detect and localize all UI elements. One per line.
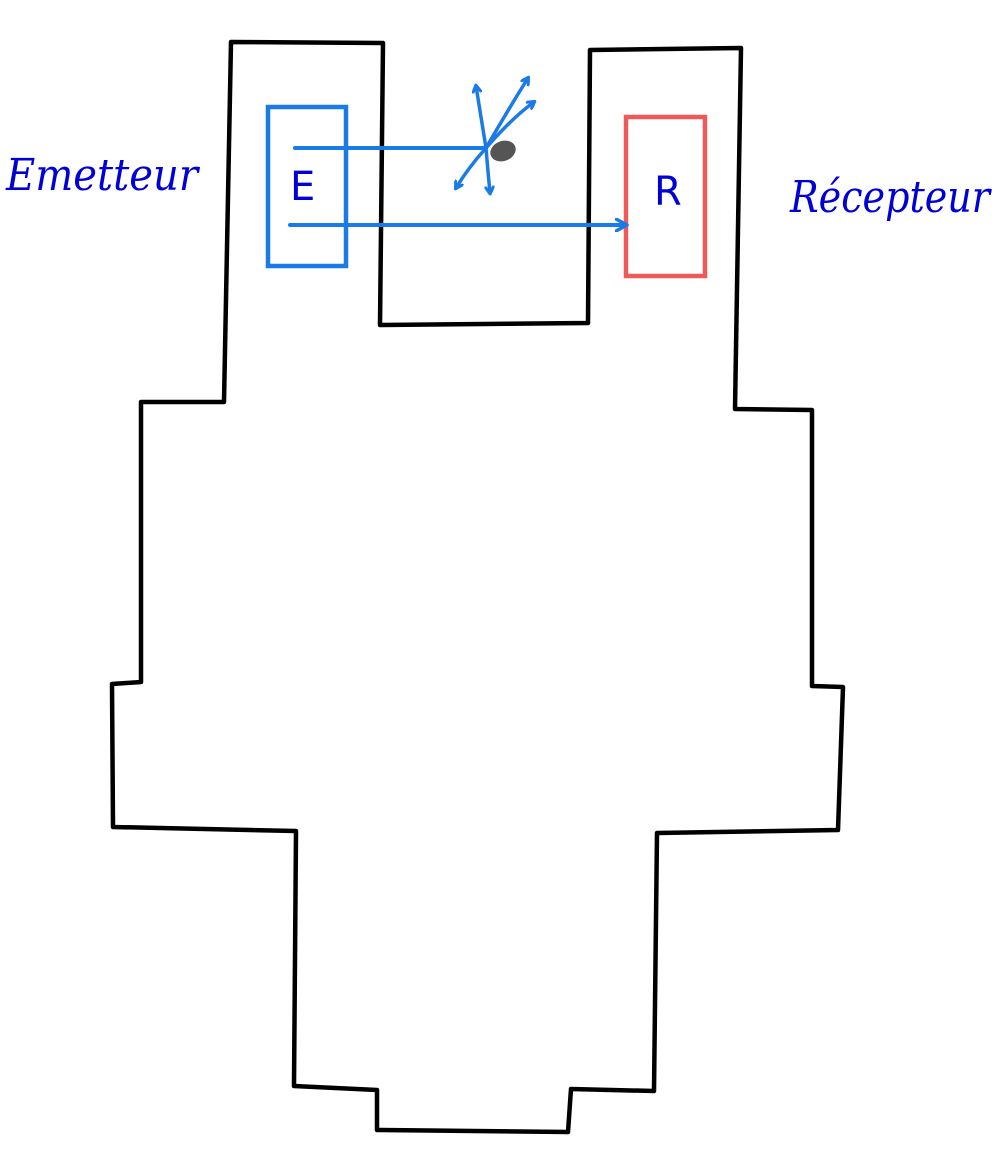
scatter-ray <box>484 102 534 150</box>
smoke-particle <box>490 140 516 162</box>
emitter-box <box>265 104 349 269</box>
scatter-ray <box>484 146 490 193</box>
receiver-box-letter: R <box>654 169 682 215</box>
scatter-ray <box>456 146 488 188</box>
receiver-label: Récepteur <box>789 172 992 223</box>
emitter-box-letter: E <box>290 164 315 210</box>
housing-outline <box>109 39 846 1135</box>
emitter-label: Emetteur <box>5 150 201 201</box>
receiver-box <box>623 114 708 279</box>
scatter-rays <box>456 78 534 193</box>
scatter-ray <box>476 86 488 150</box>
